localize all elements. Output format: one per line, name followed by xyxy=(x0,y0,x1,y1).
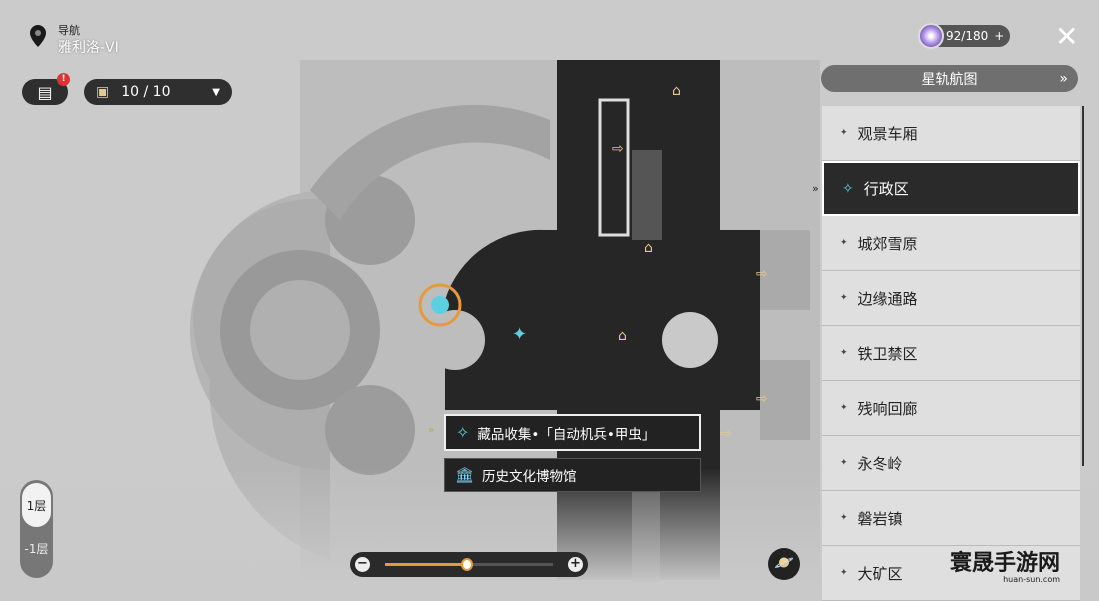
document-icon: ▤ xyxy=(37,82,53,102)
exit-icon[interactable]: ⇨ xyxy=(756,266,768,282)
diamond-icon: ✦ xyxy=(840,128,848,138)
diamond-icon: ✦ xyxy=(840,513,848,523)
npc-icon[interactable]: ⌂ xyxy=(672,83,681,99)
popup-label: 藏品收集•「自动机兵•甲虫」 xyxy=(477,426,656,443)
collectible-icon: ✧ xyxy=(456,423,470,442)
museum-icon: 🏛 xyxy=(455,466,475,484)
area-label: 残响回廊 xyxy=(857,399,918,418)
chest-count: 10 / 10 xyxy=(121,84,171,100)
diamond-icon: ✧ xyxy=(842,180,854,197)
floor-selector: 1层 -1层 xyxy=(20,480,53,578)
add-power-button[interactable]: + xyxy=(994,29,1005,43)
astral-express-button[interactable]: 🪐 xyxy=(768,548,800,580)
area-item[interactable]: ✦ 观景车厢 xyxy=(822,106,1080,161)
chevron-right-icon: » xyxy=(1059,70,1068,87)
player-marker-icon[interactable] xyxy=(418,283,462,327)
area-item[interactable]: ✦ 永冬岭 xyxy=(822,436,1080,491)
npc-icon[interactable]: ⌂ xyxy=(644,240,653,256)
area-list-scrollbar[interactable] xyxy=(1082,106,1084,466)
area-label: 磐岩镇 xyxy=(857,509,903,528)
floor-minus1-button[interactable]: -1层 xyxy=(24,542,49,556)
floor-1-button[interactable]: 1层 xyxy=(22,483,51,527)
area-label: 永冬岭 xyxy=(857,454,903,473)
area-label: 边缘通路 xyxy=(857,289,918,308)
area-item[interactable]: ✦ 磐岩镇 xyxy=(822,491,1080,546)
exit-icon[interactable]: ⇨ xyxy=(720,426,732,442)
diamond-icon: ✦ xyxy=(840,458,848,468)
diamond-icon: ✦ xyxy=(840,348,848,358)
area-item[interactable]: ✦ 城郊雪原 xyxy=(822,216,1080,271)
location-pin-icon xyxy=(30,25,46,47)
npc-icon[interactable]: ⌂ xyxy=(618,328,627,344)
planet-icon: 🪐 xyxy=(774,553,794,572)
area-label: 城郊雪原 xyxy=(857,234,918,253)
area-item[interactable]: ✦ 边缘通路 xyxy=(822,271,1080,326)
zoom-slider[interactable] xyxy=(385,558,553,571)
diamond-icon: ✦ xyxy=(840,568,848,578)
exit-icon[interactable]: ⇨ xyxy=(612,141,624,157)
area-label: 铁卫禁区 xyxy=(857,344,918,363)
close-button[interactable]: ✕ xyxy=(1055,20,1079,53)
treasure-chest-icon: ▣ xyxy=(96,84,110,100)
star-rail-map-label: 星轨航图 xyxy=(921,71,978,88)
alert-badge: ! xyxy=(57,73,70,86)
collectible-icon[interactable]: ✦ xyxy=(512,324,527,345)
power-value: 92/180 xyxy=(946,29,989,43)
dropdown-arrow-icon: ▼ xyxy=(212,86,220,98)
selected-indicator-icon: » xyxy=(812,182,819,195)
popup-pointer-icon: » xyxy=(428,425,435,436)
trailblaze-power[interactable]: 92/180 + xyxy=(918,23,1011,49)
star-rail-map-button[interactable]: 星轨航图 » xyxy=(821,65,1078,92)
area-item-selected[interactable]: ✧ 行政区 xyxy=(822,161,1080,216)
popup-label: 历史文化博物馆 xyxy=(482,469,577,485)
zoom-control: − + xyxy=(350,552,588,577)
area-item[interactable]: ✦ 残响回廊 xyxy=(822,381,1080,436)
nav-title: 导航 xyxy=(58,24,80,37)
area-label: 行政区 xyxy=(863,180,909,198)
zoom-out-button[interactable]: − xyxy=(355,557,370,572)
treasure-chest-dropdown[interactable]: ▣ 10 / 10 ▼ xyxy=(84,79,232,105)
diamond-icon: ✦ xyxy=(840,403,848,413)
area-list: ✦观景车厢 ✧行政区 ✦城郊雪原 ✦边缘通路 ✦铁卫禁区 ✦残响回廊 ✦永冬岭 … xyxy=(822,106,1080,601)
zoom-slider-handle[interactable] xyxy=(461,558,474,571)
area-label: 观景车厢 xyxy=(857,124,918,143)
diamond-icon: ✦ xyxy=(840,293,848,303)
current-world: 雅利洛-VI xyxy=(58,40,119,56)
map-popup-collectible[interactable]: ✧ 藏品收集•「自动机兵•甲虫」 xyxy=(444,414,701,451)
zoom-in-button[interactable]: + xyxy=(568,557,583,572)
trailblaze-power-icon xyxy=(918,23,944,49)
exit-icon[interactable]: ⇨ xyxy=(756,391,768,407)
area-label: 大矿区 xyxy=(857,564,903,583)
map-popup-museum[interactable]: 🏛 历史文化博物馆 xyxy=(444,458,701,492)
area-item[interactable]: ✦ 铁卫禁区 xyxy=(822,326,1080,381)
diamond-icon: ✦ xyxy=(840,238,848,248)
